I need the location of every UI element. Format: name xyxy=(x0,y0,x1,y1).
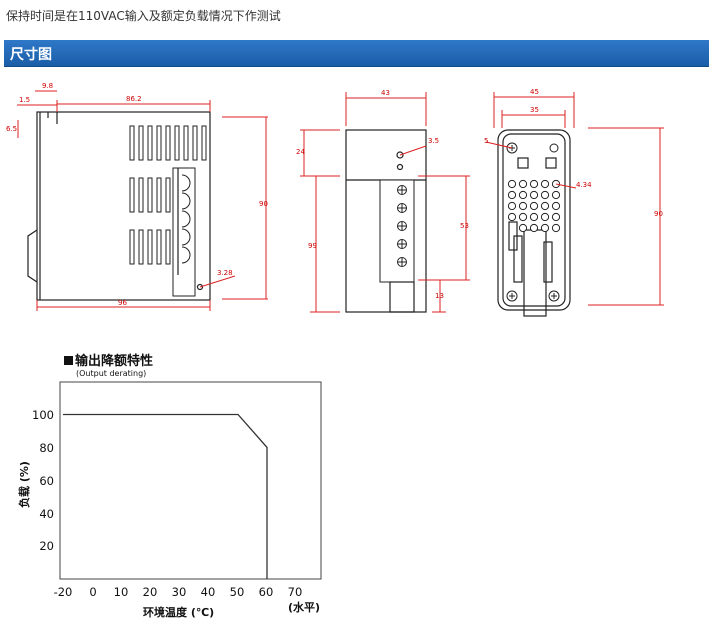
dim-back-4-34: 4.34 xyxy=(576,181,592,189)
dim-side-90: 90 xyxy=(259,200,268,208)
x-tick-labels: -20 0 10 20 30 40 50 60 70 xyxy=(54,585,303,599)
dim-front-24: 24 xyxy=(296,148,305,156)
dim-front-53: 53 xyxy=(460,222,469,230)
dim-side-1-5: 1.5 xyxy=(19,96,30,104)
dim-front-13: 13 xyxy=(435,292,444,300)
chart-subtitle: (Output derating) xyxy=(76,369,146,378)
y-axis-label: 负载 (%) xyxy=(17,461,31,508)
y-tick-20: 20 xyxy=(39,539,54,553)
dim-side-3-28: 3.28 xyxy=(217,269,233,277)
dim-back-5: 5 xyxy=(484,137,488,145)
dim-back-35: 35 xyxy=(530,106,539,114)
back-view-drawing: 45 35 5 4.34 90 xyxy=(484,88,664,317)
x-tick-minus-20: -20 xyxy=(54,585,73,599)
section-header-bar: 尺寸图 xyxy=(4,40,709,67)
y-tick-40: 40 xyxy=(39,507,54,521)
x-tick-10: 10 xyxy=(114,585,129,599)
dim-front-3-5: 3.5 xyxy=(428,137,439,145)
x-tick-50: 50 xyxy=(230,585,245,599)
dim-front-43: 43 xyxy=(381,89,390,97)
x-tick-20: 20 xyxy=(143,585,158,599)
x-tick-70: 70 xyxy=(288,585,303,599)
y-tick-80: 80 xyxy=(39,441,54,455)
dim-side-86-2: 86.2 xyxy=(126,95,142,103)
dim-back-45: 45 xyxy=(530,88,539,96)
x-axis-unit-label: (水平) xyxy=(288,600,320,614)
y-tick-labels: 20 40 60 80 100 xyxy=(32,408,54,553)
section-title: 尺寸图 xyxy=(10,47,52,63)
dim-front-99: 99 xyxy=(308,242,317,250)
dim-side-9-8: 9.8 xyxy=(42,82,53,90)
dim-back-90: 90 xyxy=(654,210,663,218)
y-tick-100: 100 xyxy=(32,408,54,422)
x-tick-60: 60 xyxy=(259,585,274,599)
intro-text: 保持时间是在110VAC输入及额定负载情况下作测试 xyxy=(6,9,281,23)
y-tick-60: 60 xyxy=(39,474,54,488)
chart-title: 输出降额特性 xyxy=(75,353,153,369)
x-tick-40: 40 xyxy=(201,585,216,599)
x-tick-0: 0 xyxy=(89,585,96,599)
x-axis-label: 环境温度 (℃) xyxy=(143,605,214,619)
dim-side-96: 96 xyxy=(118,299,127,307)
x-tick-30: 30 xyxy=(172,585,187,599)
derating-chart: 输出降额特性 (Output derating) 20 40 60 80 100… xyxy=(17,353,322,619)
dim-side-6-5: 6.5 xyxy=(6,125,17,133)
side-view-drawing: 1.5 9.8 86.2 6.5 90 3.28 96 xyxy=(6,82,268,311)
chart-title-marker xyxy=(64,356,73,365)
front-view-drawing: 43 24 3.5 99 53 13 xyxy=(296,89,470,313)
derating-curve xyxy=(63,413,268,579)
chart-plot-frame xyxy=(59,381,322,580)
